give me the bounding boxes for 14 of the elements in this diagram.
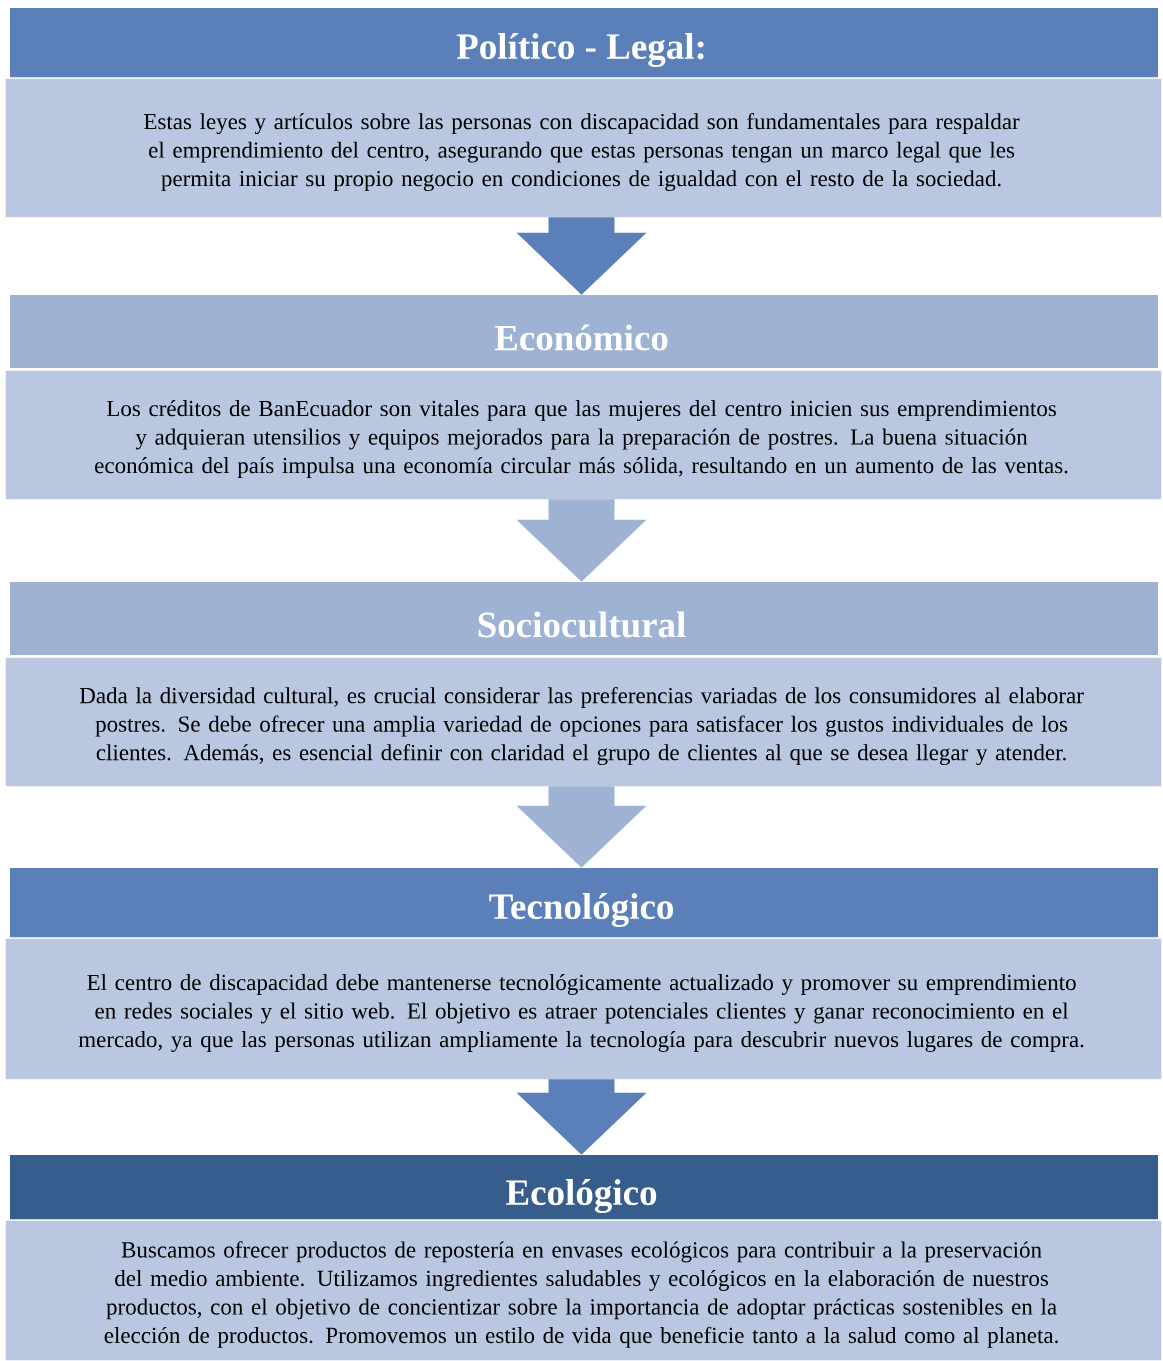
- node-label: Sociocultural: [478, 611, 686, 638]
- arrow: [516, 1079, 647, 1155]
- arrow: [516, 217, 647, 295]
- node-label: Tecnológico: [489, 893, 673, 927]
- node-label: Político - Legal:: [456, 33, 704, 67]
- node-label: Ecológico: [506, 1179, 657, 1213]
- section-box: Político - Legal: Estas leyes y artículos sobre las personas con discapacidad son fundamentales para respaldar el emprendimiento del centro, asegurando que estas personas tengan un marco legal que les permita iniciar su propio negocio en condiciones de igualdad con el resto de la sociedad.: [4, 8, 1163, 219]
- section-box: Ecológico Buscamos ofrecer productos de repostería en envases ecológicos para contribuir a la preservación del medio ambiente. Utilizamos ingredientes saludables y ecológicos en la elaboración de nuestros productos, con el objetivo de concientizar sobre la importancia de adoptar prácticas sostenibles en la elección de productos. Promovemos un estilo de vida que beneficie tanto a la salud como al planeta.: [4, 1155, 1163, 1361]
- arrow: [516, 786, 647, 868]
- section-box: Sociocultural Dada la diversidad cultural, es crucial considerar las preferencias variadas de los consumidores al elaborar postres. Se debe ofrecer una amplia variedad de opciones para satisfacer los gustos individuales de los clientes. Además, es esencial definir con claridad el grupo de clientes al que se desea llegar y atender.: [4, 582, 1163, 788]
- section-box: Económico Los créditos de BanEcuador son vitales para que las mujeres del centro inicien sus emprendimientos y adquieran utensilios y equipos mejorados para la preparación de postres. La buena situación económica del país impulsa una economía circular más sólida, resultando en un aumento de las ventas.: [4, 295, 1163, 501]
- section-box: Tecnológico El centro de discapacidad debe mantenerse tecnológicamente actualizado y promover su emprendimiento en redes sociales y el sitio web. El objetivo es atraer potenciales clientes y ganar reconocimiento en el mercado, ya que las personas utilizan ampliamente la tecnología para descubrir nuevos lugares de compra.: [4, 868, 1163, 1081]
- arrow: [516, 499, 647, 582]
- node-label: Económico: [494, 324, 668, 351]
